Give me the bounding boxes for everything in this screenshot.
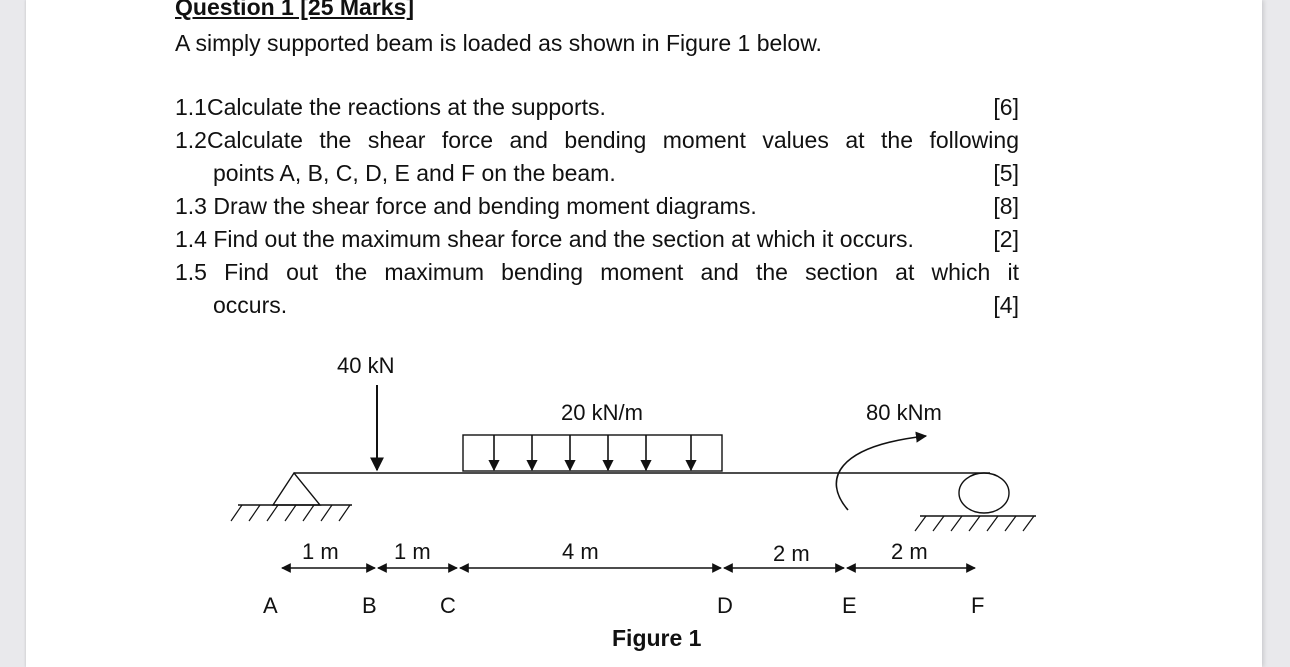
span-label: 1 m — [302, 539, 339, 564]
udl-label: 20 kN/m — [561, 400, 643, 425]
point-label-e: E — [842, 593, 857, 618]
question-1-2: 1.2Calculate the shear force and bending… — [175, 127, 1019, 154]
span-label: 4 m — [562, 539, 599, 564]
point-label-b: B — [362, 593, 377, 618]
beam-figure: 40 kN 20 kN/m 80 kNm 1 m 1 m 4 m 2 m 2 m — [230, 353, 1036, 651]
document-page: Question 1 [25 Marks] A simply supported… — [26, 0, 1262, 667]
span-label: 1 m — [394, 539, 431, 564]
question-number: 1.4 — [175, 226, 207, 252]
question-1-4: 1.4 Find out the maximum shear force and… — [175, 226, 1019, 253]
question-1-3: 1.3 Draw the shear force and bending mom… — [175, 193, 1019, 220]
point-label-d: D — [717, 593, 733, 618]
span-label: 2 m — [891, 539, 928, 564]
point-label-c: C — [440, 593, 456, 618]
point-load-label: 40 kN — [337, 353, 394, 378]
question-marks: [4] — [993, 292, 1019, 318]
question-text-line2: occurs. — [213, 292, 288, 318]
roller-support — [914, 472, 1036, 532]
question-text: Find out the maximum shear force and the… — [213, 226, 914, 252]
question-text: Draw the shear force and bending moment … — [213, 193, 757, 219]
question-number: 1.2 — [175, 127, 207, 153]
question-marks: [8] — [993, 193, 1019, 219]
question-text: Calculate the reactions at the supports. — [206, 94, 606, 120]
pin-support — [230, 471, 352, 522]
point-label-f: F — [971, 593, 984, 618]
question-1-5-cont: occurs. [4] — [175, 292, 1019, 319]
question-text-line2: points A, B, C, D, E and F on the beam. — [213, 160, 616, 186]
figure-caption: Figure 1 — [612, 625, 702, 651]
question-text-line1: Find out the maximum bending moment and … — [224, 259, 1019, 285]
question-marks: [6] — [993, 94, 1019, 120]
point-label-a: A — [263, 593, 278, 618]
question-1-1: 1.1Calculate the reactions at the suppor… — [175, 94, 1019, 121]
question-marks: [2] — [993, 226, 1019, 252]
question-number: 1.5 — [175, 259, 207, 285]
moment-label: 80 kNm — [866, 400, 942, 425]
question-heading: Question 1 [25 Marks] — [175, 0, 415, 20]
span-label: 2 m — [773, 541, 810, 566]
question-intro: A simply supported beam is loaded as sho… — [175, 30, 822, 56]
question-1-5: 1.5 Find out the maximum bending moment … — [175, 259, 1019, 286]
udl-block — [462, 434, 723, 472]
question-marks: [5] — [993, 160, 1019, 186]
question-1-2-cont: points A, B, C, D, E and F on the beam. … — [175, 160, 1019, 187]
question-number: 1.1 — [175, 94, 207, 120]
question-number: 1.3 — [175, 193, 207, 219]
question-text-line1: Calculate the shear force and bending mo… — [206, 127, 1019, 153]
moment-arrow — [835, 431, 928, 511]
